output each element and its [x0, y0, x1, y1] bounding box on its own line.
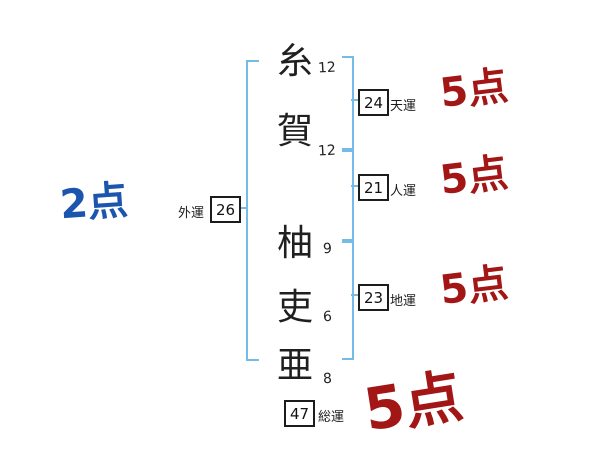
- jinun-value-box: 21: [358, 174, 389, 201]
- tenun-label: 天運: [390, 99, 417, 114]
- jinun-value: 21: [363, 178, 384, 197]
- gaiun-value: 26: [215, 200, 236, 219]
- tenun-value-box: 24: [358, 89, 389, 116]
- chiun-bracket: [342, 241, 354, 360]
- jinun-label: 人運: [390, 184, 417, 199]
- gaiun-label: 外運: [178, 206, 205, 221]
- stroke-count-2: 12: [317, 142, 337, 160]
- gaiun-connector-line: [239, 207, 247, 209]
- chiun-value: 23: [363, 288, 384, 307]
- chiun-value-box: 23: [358, 284, 389, 311]
- name-char-4: 吏: [277, 287, 314, 328]
- tenun-score: 5点: [437, 63, 511, 117]
- chiun-score: 5点: [437, 260, 511, 314]
- stroke-count-4: 6: [322, 308, 333, 326]
- name-char-3: 柚: [277, 223, 314, 264]
- chiun-connector-line: [351, 294, 359, 296]
- stroke-count-1: 12: [317, 59, 337, 77]
- gaiun-bracket: [246, 60, 259, 361]
- souun-value: 47: [289, 404, 310, 423]
- souun-value-box: 47: [284, 400, 315, 427]
- name-char-1: 糸: [277, 41, 314, 82]
- souun-score: 5点: [359, 361, 468, 445]
- stroke-count-5: 8: [322, 370, 333, 388]
- jinun-score: 5点: [437, 150, 511, 204]
- jinun-connector-line: [351, 185, 359, 187]
- gaiun-value-box: 26: [210, 196, 241, 223]
- name-char-2: 賀: [277, 111, 314, 152]
- name-char-5: 亜: [277, 345, 314, 386]
- tenun-connector-line: [351, 99, 359, 101]
- souun-label: 総運: [318, 410, 345, 425]
- jinun-bracket: [342, 150, 354, 241]
- tenun-value: 24: [363, 93, 384, 112]
- gaiun-score: 2点: [58, 177, 130, 229]
- stroke-count-3: 9: [322, 240, 333, 258]
- chiun-label: 地運: [390, 294, 417, 309]
- tenun-bracket: [342, 56, 354, 150]
